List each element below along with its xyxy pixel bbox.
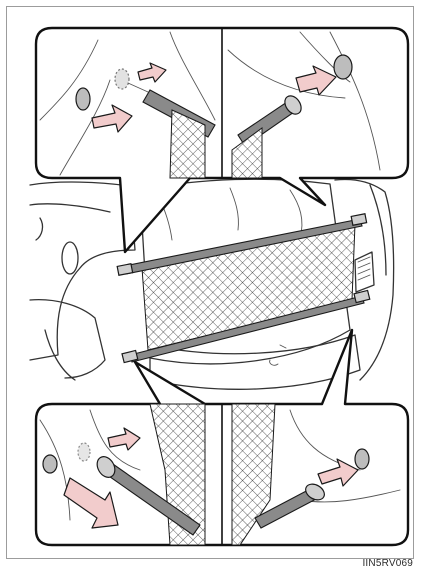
- hook-icon: [334, 55, 352, 79]
- vehicle-rear-view: [30, 179, 394, 389]
- callout-bottom: [36, 330, 408, 545]
- hook-icon: [43, 455, 57, 473]
- hook-icon: [76, 88, 90, 110]
- figure-code: IIN5RV069: [362, 558, 413, 569]
- hook-icon: [355, 449, 369, 469]
